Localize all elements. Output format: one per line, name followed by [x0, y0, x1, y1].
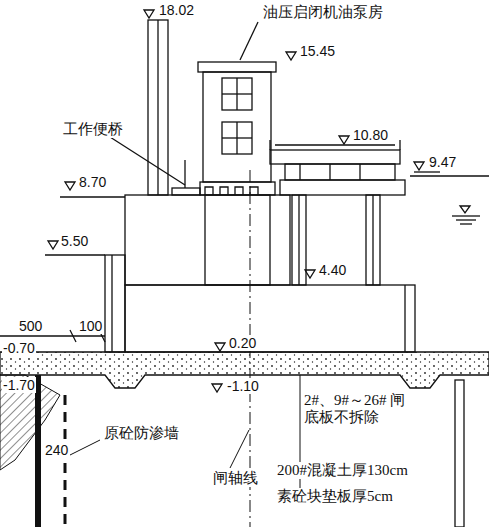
- elevation-label: 8.70: [78, 174, 107, 190]
- elevation-label: 500: [18, 318, 43, 334]
- note-label: 素砼块垫板厚5cm: [276, 488, 394, 505]
- elevation-label: -1.70: [2, 377, 36, 393]
- note-label: 2#、9#～26# 闸底板不拆除: [303, 392, 415, 427]
- elevation-label: 240: [44, 442, 69, 458]
- note-label: 200#混凝土厚130cm: [276, 462, 409, 479]
- note-label: 工作便桥: [62, 121, 124, 138]
- note-label: 闸轴线: [212, 470, 259, 487]
- elevation-label: 9.47: [428, 154, 457, 170]
- note-label: 油压启闭机油泵房: [262, 4, 384, 21]
- elevation-label: 0.20: [228, 335, 257, 351]
- elevation-label: 5.50: [60, 233, 89, 249]
- elevation-label: 100: [78, 318, 103, 334]
- elevation-label: -0.70: [2, 340, 36, 356]
- elevation-label: 10.80: [352, 127, 389, 143]
- elevation-label: 4.40: [318, 262, 347, 278]
- elevation-label: -1.10: [226, 378, 260, 394]
- note-label: 原砼防渗墙: [103, 425, 180, 442]
- elevation-label: 18.02: [158, 2, 195, 18]
- elevation-label: 15.45: [299, 43, 336, 59]
